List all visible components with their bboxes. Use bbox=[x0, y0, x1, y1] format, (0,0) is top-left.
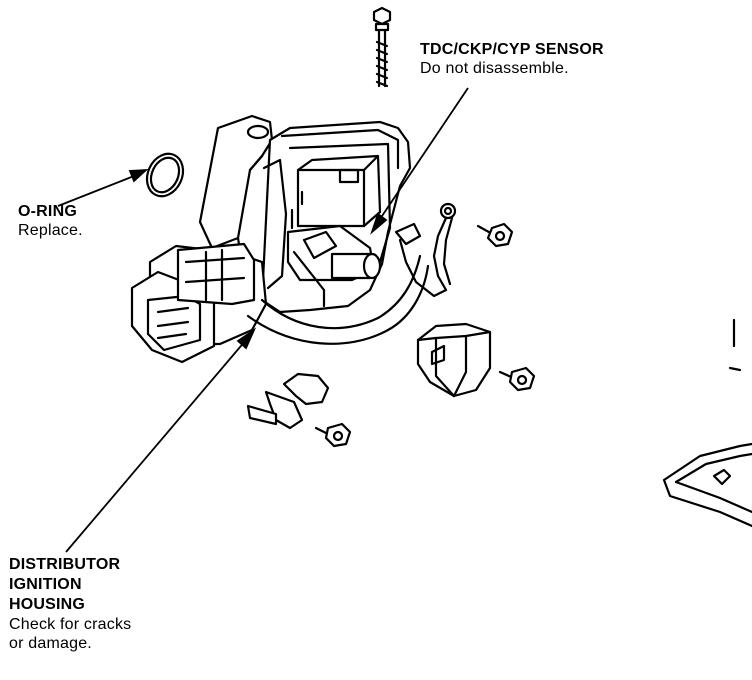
screw-2 bbox=[498, 366, 536, 392]
screw-1 bbox=[476, 222, 514, 248]
adjacent-part-partial bbox=[662, 318, 752, 528]
callout-note-line: Check for cracks bbox=[9, 616, 132, 633]
sensor-wire bbox=[394, 202, 457, 298]
callout-note: Do not disassemble. bbox=[420, 60, 569, 77]
top-bolt bbox=[372, 6, 392, 88]
cap-part bbox=[416, 322, 492, 398]
callout-distributor-housing: DISTRIBUTOR IGNITION HOUSING Check for c… bbox=[9, 555, 131, 653]
callout-tdc-sensor: TDC/CKP/CYP SENSOR Do not disassemble. bbox=[420, 40, 604, 78]
callout-note: Replace. bbox=[18, 222, 83, 239]
leader-lines bbox=[57, 87, 469, 553]
callout-note-line: or damage. bbox=[9, 635, 92, 652]
screw-3 bbox=[314, 422, 352, 448]
callout-title: TDC/CKP/CYP SENSOR bbox=[420, 41, 604, 58]
callout-o-ring: O-RING Replace. bbox=[18, 202, 83, 240]
callout-title-line: IGNITION bbox=[9, 576, 82, 593]
callout-title: O-RING bbox=[18, 203, 77, 220]
bracket-clip bbox=[246, 372, 330, 430]
distributor-housing bbox=[130, 114, 430, 364]
callout-title-line: HOUSING bbox=[9, 596, 86, 613]
o-ring bbox=[145, 152, 185, 198]
callout-title-line: DISTRIBUTOR bbox=[9, 556, 121, 573]
